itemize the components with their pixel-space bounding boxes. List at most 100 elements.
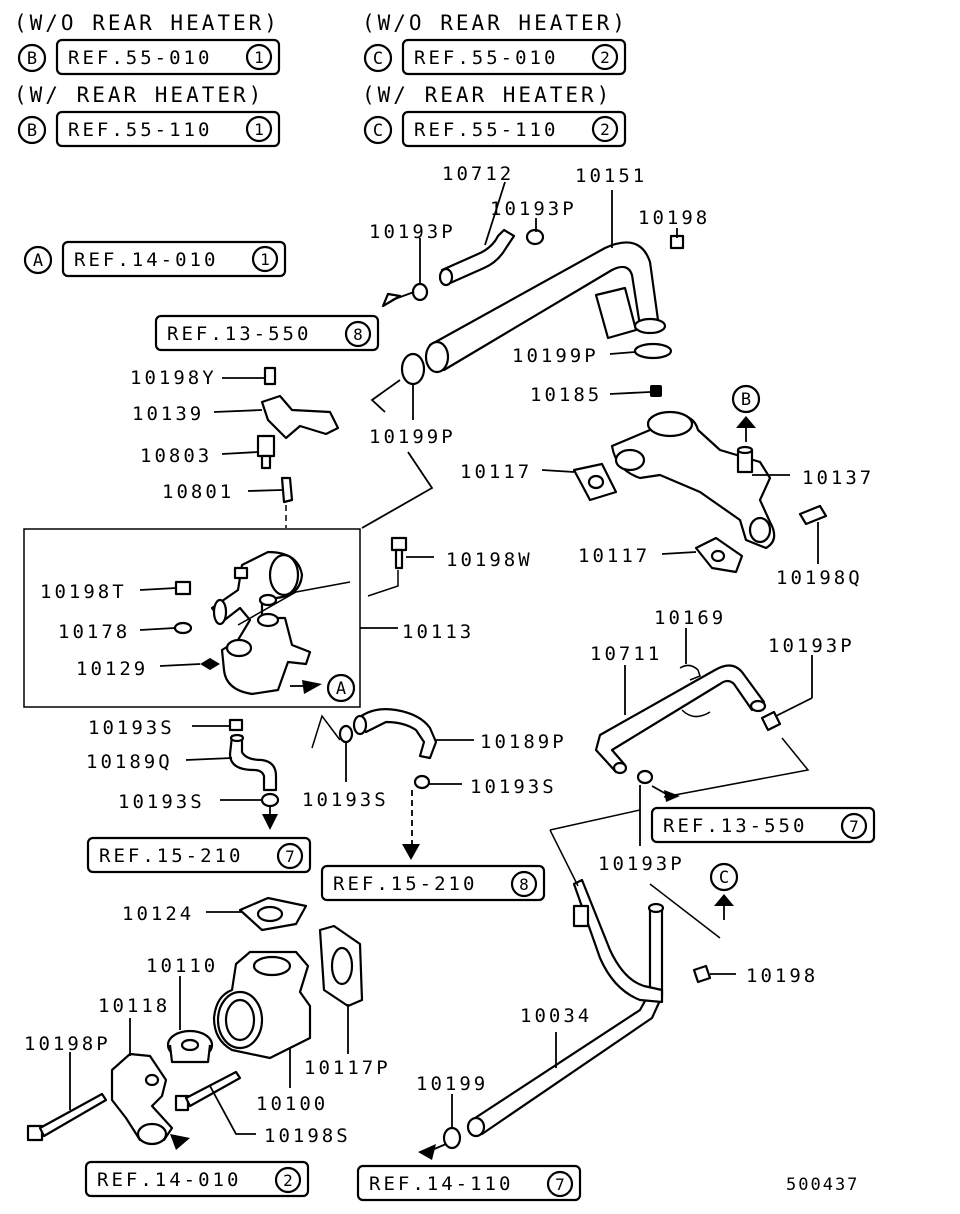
bolt-10198Y[interactable] — [263, 366, 277, 386]
clamp-10169[interactable] — [679, 664, 701, 681]
ref-box — [61, 240, 287, 278]
clamp-10193P-c[interactable] — [760, 710, 782, 732]
leader — [549, 809, 641, 831]
bolt-10198W-shank — [394, 548, 404, 570]
part-10137-water-pipe[interactable] — [610, 410, 776, 550]
arrow-up-icon — [714, 894, 734, 906]
ref-num: 1 — [254, 48, 264, 67]
ref-14-110-7[interactable]: REF.14-110 7 — [356, 1164, 582, 1202]
label-10189Q: 10189Q — [86, 751, 173, 773]
part-10189P-hose[interactable] — [352, 708, 438, 760]
label-10198: 10198 — [638, 207, 710, 229]
bolt-10198-b[interactable] — [692, 964, 712, 984]
part-10110-thermostat[interactable] — [166, 1029, 214, 1064]
diagram-code: 500437 — [786, 1175, 859, 1195]
part-10189Q-hose[interactable] — [228, 733, 278, 792]
arrow-right-icon — [170, 1134, 190, 1150]
bolt-10198P[interactable] — [26, 1092, 108, 1142]
hose-body — [228, 734, 278, 792]
label-10117: 10117 — [460, 461, 532, 483]
ref-num: 7 — [555, 1175, 565, 1194]
ref-15-210-7[interactable]: REF.15-210 7 — [86, 836, 312, 874]
label-10137: 10137 — [802, 467, 874, 489]
ref-c-w-heater[interactable]: C REF.55-110 2 — [363, 110, 627, 148]
arrow-down-icon — [402, 844, 420, 860]
sensor-10129[interactable] — [200, 658, 220, 670]
bolt-10198T[interactable] — [174, 580, 192, 596]
label-10193S: 10193S — [88, 717, 175, 739]
clamp-10193S-a[interactable] — [228, 718, 244, 732]
clamp-10193S-c[interactable] — [413, 774, 431, 790]
part-10113-housing[interactable] — [210, 550, 312, 696]
bolt-10185[interactable] — [650, 385, 662, 397]
bolt-10198Q[interactable] — [798, 504, 828, 526]
ref-15-210-8[interactable]: REF.15-210 8 — [320, 864, 546, 902]
ref-c-wo-heater[interactable]: C REF.55-010 2 — [363, 38, 627, 76]
sensor-10803[interactable] — [256, 434, 276, 458]
part-10034-pipe[interactable] — [466, 878, 665, 1138]
inlet-body — [110, 1052, 174, 1142]
gasket-10178[interactable] — [173, 621, 193, 635]
gasket-hole — [330, 946, 354, 986]
bracket-10139[interactable] — [260, 394, 340, 440]
part-10118-water-inlet[interactable] — [110, 1052, 174, 1146]
ref-b-wo-heater[interactable]: B REF.55-010 1 — [17, 38, 281, 76]
part-10711-pipe[interactable] — [594, 664, 767, 775]
ref-circle — [510, 870, 538, 898]
label-10117P: 10117P — [304, 1057, 391, 1079]
pipe-inlet — [646, 410, 694, 438]
inlet-port — [136, 1122, 168, 1146]
ref-text: REF.55-110 — [68, 119, 212, 141]
circle-c-marker — [709, 862, 739, 892]
oring-10199P-b[interactable] — [633, 342, 673, 360]
clamp-10193S-d[interactable] — [260, 792, 280, 808]
oring-10199[interactable] — [442, 1126, 462, 1150]
bolt-10198S[interactable] — [174, 1070, 242, 1112]
oring-10199P-a[interactable] — [400, 352, 426, 386]
ref-14-010-2[interactable]: REF.14-010 2 — [84, 1160, 310, 1198]
circle-c-marker — [363, 43, 393, 73]
part-10100-thermostat-housing[interactable] — [212, 950, 312, 1060]
arrow-up-icon — [736, 416, 756, 428]
ref-text: REF.14-010 — [97, 1169, 241, 1191]
clamp-10169-lower — [681, 709, 711, 718]
ref-num: 7 — [849, 817, 859, 836]
part-10151-pipe[interactable] — [424, 241, 667, 374]
ref-13-550-8[interactable]: REF.13-550 8 — [154, 314, 380, 352]
thermostat-core — [180, 1038, 200, 1052]
ref-num: 7 — [285, 847, 295, 866]
label-10034: 10034 — [520, 1005, 592, 1027]
header-w-heater-right: (W/ REAR HEATER) — [362, 83, 612, 107]
label-10198Y: 10198Y — [130, 367, 217, 389]
ref-b-w-heater[interactable]: B REF.55-110 1 — [17, 110, 281, 148]
sensor-10801[interactable] — [280, 476, 294, 504]
ref-circle — [276, 842, 304, 870]
leader — [549, 829, 579, 887]
arrow-line — [431, 1143, 447, 1151]
bolt-10198W-head[interactable] — [390, 536, 408, 552]
circle-c-letter: C — [373, 121, 383, 141]
clamp-10193P-a[interactable] — [411, 282, 429, 302]
clamp-10193P-d[interactable] — [636, 769, 654, 785]
ref-num: 8 — [353, 325, 363, 344]
leader — [237, 581, 351, 626]
ref-box — [55, 38, 281, 76]
bolt-shank — [38, 1092, 108, 1138]
ref-13-550-7[interactable]: REF.13-550 7 — [650, 806, 876, 844]
clamp-10193P-b[interactable] — [525, 228, 545, 246]
arrow-left-icon — [418, 1144, 436, 1160]
ref-text: REF.15-210 — [99, 845, 243, 867]
leader — [609, 351, 636, 355]
pipe-bracket — [572, 904, 590, 928]
label-10198Q: 10198Q — [776, 567, 863, 589]
ref-a[interactable]: A REF.14-010 1 — [23, 240, 287, 278]
label-10712: 10712 — [442, 163, 514, 185]
clamp-10193S-b[interactable] — [338, 724, 354, 744]
arrow-line — [391, 291, 415, 301]
label-10198: 10198 — [746, 965, 818, 987]
part-10712-hose[interactable] — [438, 228, 516, 287]
label-10193P: 10193P — [490, 198, 577, 220]
hose-end — [352, 714, 368, 736]
circle-c-marker — [363, 115, 393, 145]
